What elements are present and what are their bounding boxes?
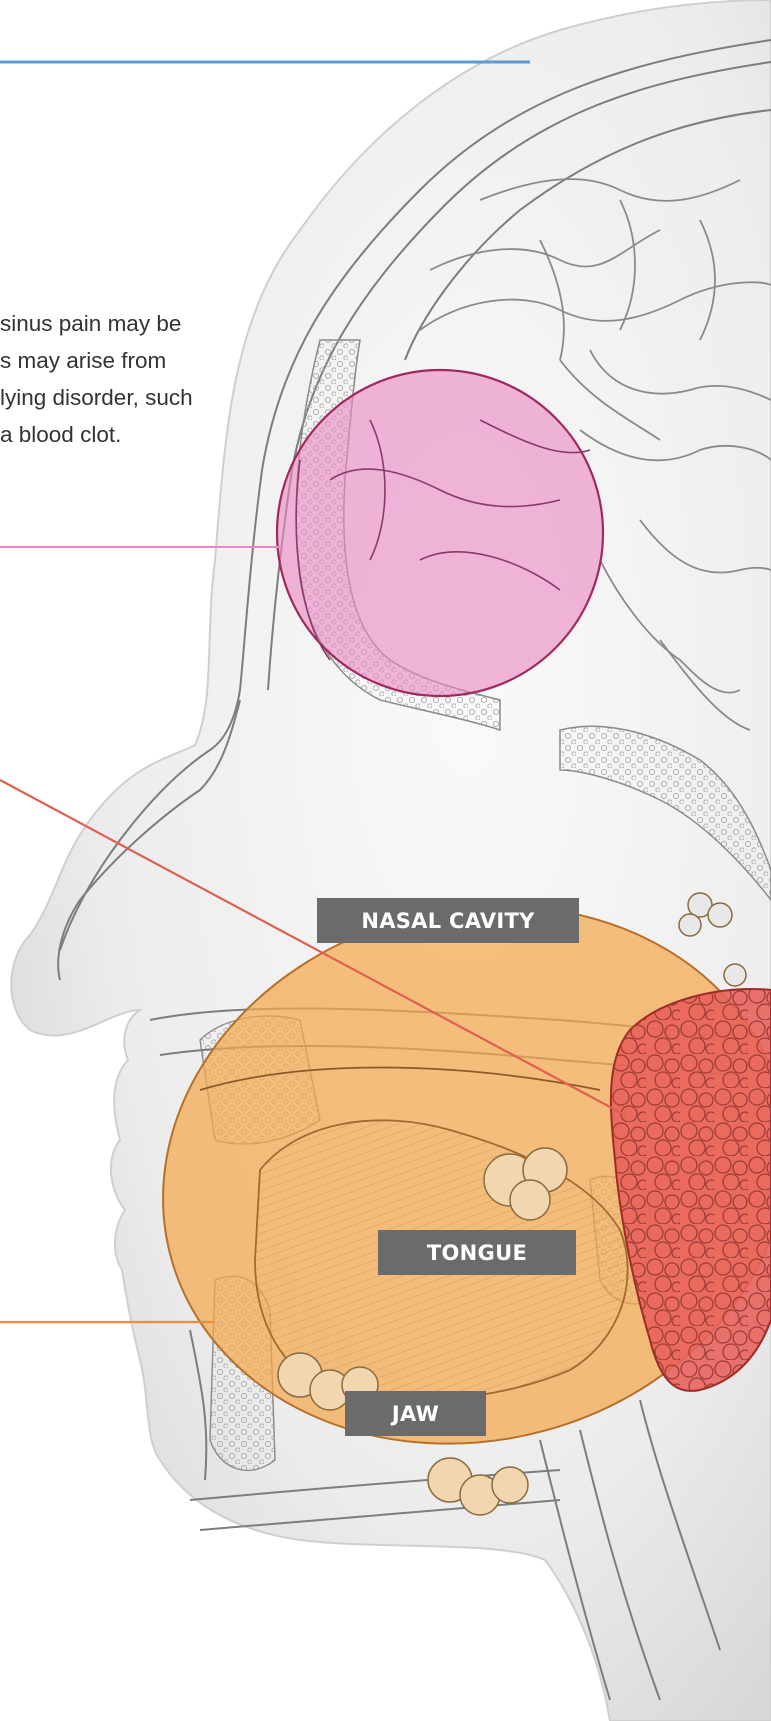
intro-line-4: a blood clot. xyxy=(0,416,215,453)
intro-paragraph: sinus pain may be s may arise from lying… xyxy=(0,305,215,453)
tongue-label: TONGUE xyxy=(378,1230,576,1275)
intro-line-2: s may arise from xyxy=(0,342,215,379)
intro-line-3: lying disorder, such xyxy=(0,379,215,416)
intro-line-1: sinus pain may be xyxy=(0,305,215,342)
sinus-region xyxy=(277,370,603,696)
jaw-label: JAW xyxy=(345,1391,486,1436)
nasal-cavity-label: NASAL CAVITY xyxy=(317,898,579,943)
